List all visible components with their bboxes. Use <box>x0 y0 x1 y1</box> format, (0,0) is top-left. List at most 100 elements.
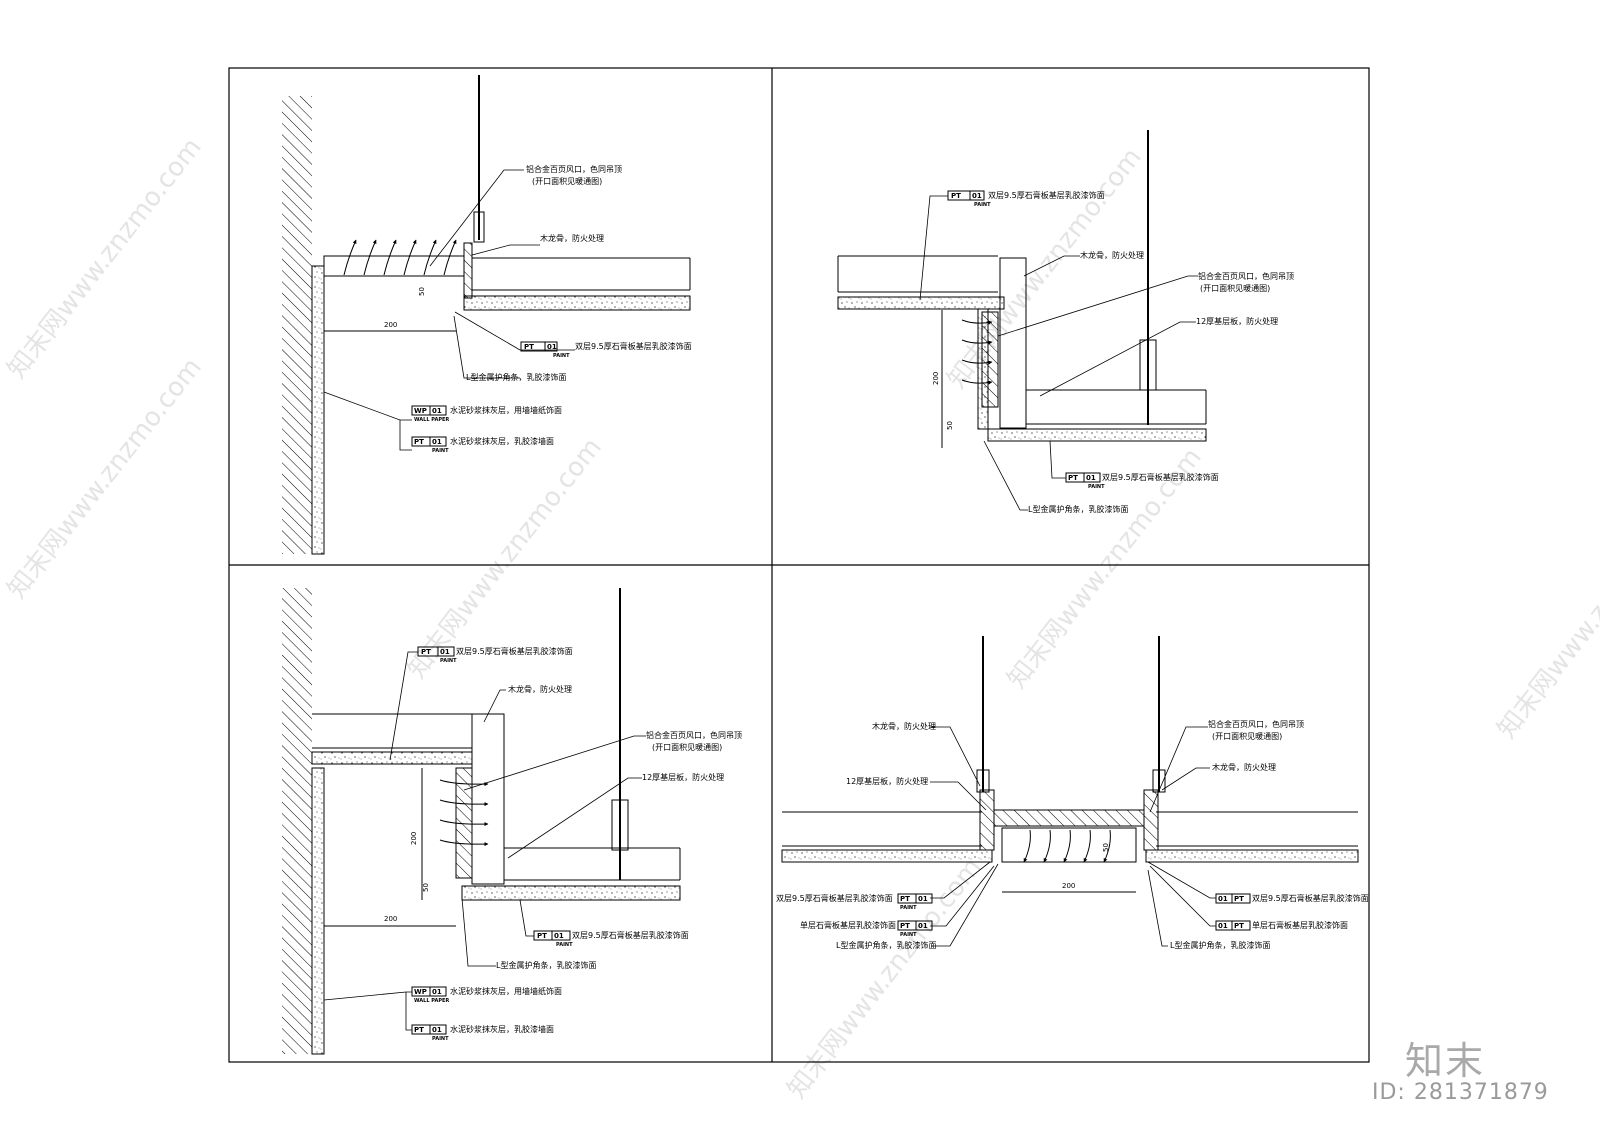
gypsum-board-left <box>781 849 993 863</box>
tag-01: 01 <box>1086 474 1096 482</box>
louver-grille <box>993 809 1145 827</box>
brand-logo-text: 知末 <box>1405 1039 1486 1083</box>
tag-paint: PAINT <box>1088 484 1105 490</box>
tag-01: 01 <box>440 648 450 656</box>
vent-opening <box>1001 827 1137 863</box>
label-louver-note: (开口面积见暖通图) <box>652 742 722 752</box>
dim-200: 200 <box>384 915 397 923</box>
hanger-clip <box>611 799 629 851</box>
tag-pt: PT <box>537 932 547 940</box>
louver-grille <box>981 311 999 408</box>
label-louver-note: (开口面积见暖通图) <box>1212 731 1282 741</box>
tag-01: 01 <box>432 1026 442 1034</box>
wood-keel <box>999 257 1027 429</box>
ceiling-channel-upper <box>837 255 998 293</box>
dim-50: 50 <box>422 883 430 892</box>
gypsum-board <box>463 295 691 311</box>
label-louver-note: (开口面积见暖通图) <box>532 176 602 186</box>
tag-pt: PT <box>1234 895 1244 903</box>
watermark-text: 知末网www.znzmo.com <box>782 853 988 1105</box>
ceiling-channel-lower <box>1026 389 1207 425</box>
ceiling-channel-right <box>1156 811 1358 847</box>
label-pt-finish: 水泥砂浆抹灰层，乳胶漆墙面 <box>450 1024 554 1034</box>
dim-50: 50 <box>1102 843 1110 852</box>
tag-01: 01 <box>918 922 928 930</box>
label-gypsum-double: 双层9.5厚石膏板基层乳胶漆饰面 <box>776 893 893 903</box>
wood-keel <box>471 713 505 885</box>
label-wp-finish: 水泥砂浆抹灰层，用墙墙纸饰面 <box>450 986 562 996</box>
wall-plaster <box>311 767 325 1055</box>
label-l-angle: L型金属护角条，乳胶漆饰面 <box>496 960 596 970</box>
dim-200: 200 <box>384 321 397 329</box>
label-louver: 铝合金百页风口，色同吊顶 <box>1208 719 1304 729</box>
label-base-board: 12厚基层板，防火处理 <box>642 772 724 782</box>
label-wp-finish: 水泥砂浆抹灰层，用墙墙纸饰面 <box>450 405 562 415</box>
watermark-text: 知末网www.znzmo.com <box>942 143 1148 395</box>
label-gypsum-single: 单层石膏板基层乳胶漆饰面 <box>1252 920 1348 930</box>
ceiling-channel-left <box>782 811 982 847</box>
tag-wp: WP <box>414 407 427 415</box>
tag-paint: PAINT <box>900 932 917 938</box>
tag-01: 01 <box>1218 895 1228 903</box>
hanger-clip-right <box>1152 769 1166 793</box>
tag-pt: PT <box>524 343 534 351</box>
wood-keel <box>463 242 473 299</box>
label-gypsum-single: 单层石膏板基层乳胶漆饰面 <box>800 920 896 930</box>
label-gypsum-double: 双层9.5厚石膏板基层乳胶漆饰面 <box>572 930 689 940</box>
watermark-text: 知末网www.znzmo.com <box>2 133 208 385</box>
label-pt-finish: 水泥砂浆抹灰层，乳胶漆墙面 <box>450 436 554 446</box>
tag-paint: PAINT <box>432 448 449 454</box>
detail-panel-4: 200 50 木龙骨，防火处理 12厚基层板，防火处理 铝合金百页风口，色同吊顶… <box>776 636 1369 950</box>
tag-paint: PAINT <box>556 942 573 948</box>
tag-wallpaper: WALL PAPER <box>414 417 449 423</box>
label-gypsum-double: 双层9.5厚石膏板基层乳胶漆饰面 <box>988 190 1105 200</box>
tag-01: 01 <box>432 438 442 446</box>
tag-01: 01 <box>547 343 557 351</box>
wood-keel-left <box>979 789 995 851</box>
label-gypsum-double: 双层9.5厚石膏板基层乳胶漆饰面 <box>456 646 573 656</box>
dim-200: 200 <box>410 832 418 845</box>
gypsum-board-right <box>1145 849 1359 863</box>
tag-01: 01 <box>918 895 928 903</box>
label-wood-keel: 木龙骨，防火处理 <box>1080 250 1144 260</box>
dim-200: 200 <box>932 372 940 385</box>
label-gypsum-double: 双层9.5厚石膏板基层乳胶漆饰面 <box>1102 472 1219 482</box>
airflow-arrows <box>1023 829 1111 863</box>
tag-paint: PAINT <box>432 1036 449 1042</box>
wall-hatch <box>282 96 312 554</box>
dim-50: 50 <box>946 421 954 430</box>
detail-panel-3: 200 200 50 PT 01 PAINT 双层9.5厚石膏板基层乳胶漆饰面 … <box>282 588 742 1055</box>
tag-01: 01 <box>554 932 564 940</box>
airflow-arrows <box>343 239 457 276</box>
tag-pt: PT <box>900 895 910 903</box>
label-l-angle: L型金属护角条，乳胶漆饰面 <box>466 372 566 382</box>
tag-wp: WP <box>414 988 427 996</box>
tag-pt: PT <box>1234 922 1244 930</box>
detail-panel-1: 200 50 铝合金百页风口，色同吊顶 (开口面积见暖通图) 木龙骨，防火处理 … <box>282 75 692 555</box>
leader-lines <box>323 169 575 451</box>
label-base-board: 12厚基层板，防火处理 <box>1196 316 1278 326</box>
tag-pt: PT <box>414 1026 424 1034</box>
label-base-board: 12厚基层板，防火处理 <box>846 776 928 786</box>
tag-01: 01 <box>432 988 442 996</box>
label-wood-keel: 木龙骨，防火处理 <box>540 233 604 243</box>
tag-paint: PAINT <box>974 202 991 208</box>
hanger-clip-left <box>976 769 990 793</box>
ceiling-channel-upper <box>312 713 472 749</box>
wall-plaster <box>311 265 325 555</box>
dim-50: 50 <box>418 287 426 296</box>
gypsum-board-upper <box>837 296 1005 310</box>
tag-wallpaper: WALL PAPER <box>414 998 449 1004</box>
label-louver: 铝合金百页风口，色同吊顶 <box>1198 271 1294 281</box>
label-gypsum-double: 双层9.5厚石膏板基层乳胶漆饰面 <box>1252 893 1369 903</box>
label-l-angle: L型金属护角条，乳胶漆饰面 <box>1170 940 1270 950</box>
label-gypsum-double: 双层9.5厚石膏板基层乳胶漆饰面 <box>575 341 692 351</box>
tag-paint: PAINT <box>440 658 457 664</box>
tag-pt: PT <box>951 192 961 200</box>
tag-pt: PT <box>414 438 424 446</box>
tag-01: 01 <box>972 192 982 200</box>
tag-pt: PT <box>1068 474 1078 482</box>
ceiling-channel <box>472 257 691 291</box>
watermark-layer: 知末网www.znzmo.com 知末网www.znzmo.com 知末网www… <box>2 133 1600 1105</box>
